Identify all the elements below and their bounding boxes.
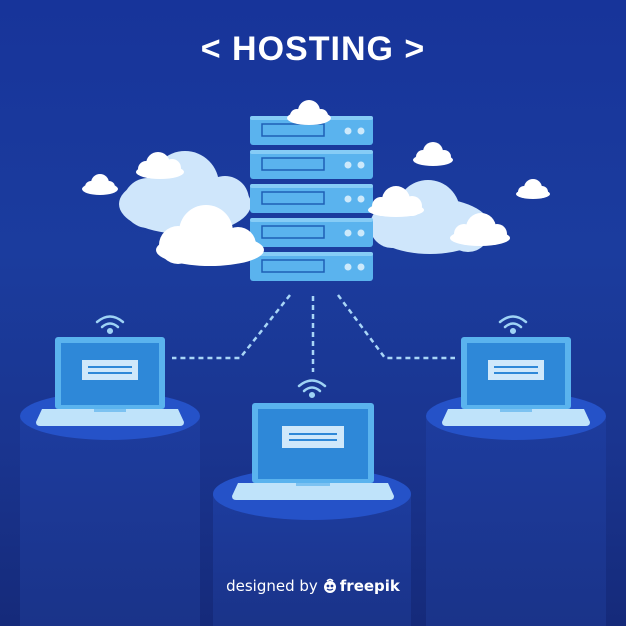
connector-left: [172, 294, 291, 360]
server-unit: [250, 252, 373, 281]
credit-line: designed by freepik: [0, 577, 626, 595]
wifi-icon: [498, 315, 528, 335]
wifi-icon: [95, 315, 125, 335]
cloud-small-left-icon: [136, 152, 184, 179]
laptop-center-icon: [232, 403, 394, 500]
cloud-mid-right-icon: [368, 186, 424, 217]
credit-prefix: designed by: [226, 577, 318, 595]
cloud-tiny-left-icon: [82, 174, 118, 195]
server-unit: [250, 218, 373, 247]
server-unit: [250, 150, 373, 179]
credit-brand: freepik: [339, 577, 400, 595]
network-connectors: [172, 294, 455, 372]
connector-right: [336, 294, 455, 360]
wifi-icon: [297, 379, 327, 399]
cloud-top-center-icon: [287, 100, 331, 125]
cloud-small-right-icon: [413, 142, 453, 166]
server-rack-icon: [250, 116, 373, 281]
title-open-bracket: <: [200, 30, 222, 68]
server-unit: [250, 184, 373, 213]
page-title: < HOSTING >: [0, 30, 626, 69]
title-text: HOSTING: [232, 30, 394, 68]
laptop-left-icon: [36, 337, 184, 426]
cloud-right-icon: [450, 213, 510, 246]
cloud-tiny-right-icon: [516, 179, 550, 199]
freepik-logo-icon: [323, 578, 336, 593]
title-close-bracket: >: [404, 30, 426, 68]
cloud-front-left-icon: [156, 205, 264, 266]
laptop-right-icon: [442, 337, 590, 426]
